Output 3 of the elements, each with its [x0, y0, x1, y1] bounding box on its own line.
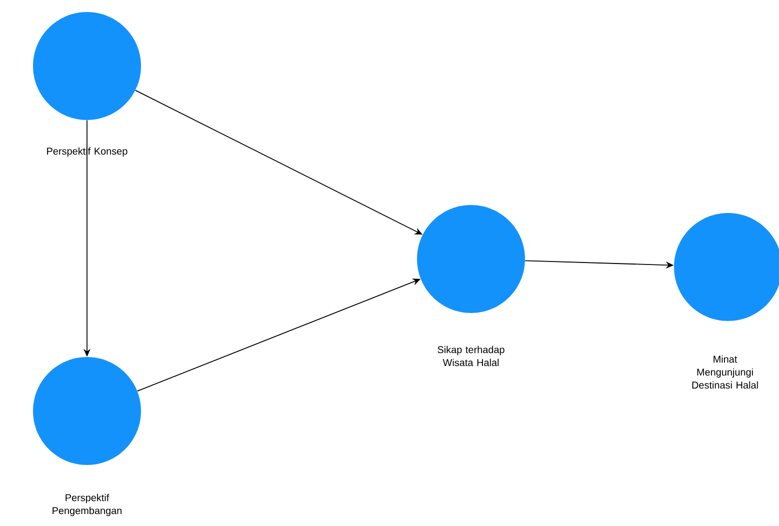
node-label: Sikap terhadap Wisata Halal: [438, 346, 504, 366]
node-label: Minat Mengunjungi Destinasi Halal: [692, 355, 758, 389]
node-label: Perspektif Pengembangan: [52, 494, 122, 516]
